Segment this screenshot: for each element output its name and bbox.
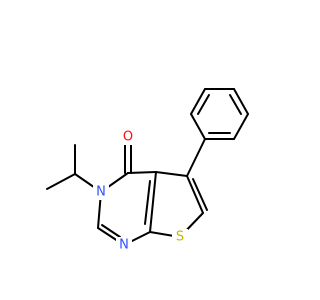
bond-phenyl-1 (190, 113, 206, 140)
bond-c5-c6 (186, 175, 204, 214)
sulfur-label: S (176, 230, 184, 245)
bond-c4a-c7a (149, 171, 157, 233)
bonds (46, 88, 249, 246)
bond-n1-c2-inner (101, 224, 121, 238)
oxygen-label: O (123, 130, 133, 145)
nitrogen-3-label: N (96, 185, 106, 200)
bond-c5-c6-inner (192, 178, 208, 211)
bond-phenyl-thiophene (186, 138, 206, 177)
atom-nitrogen-1: N (116, 237, 132, 253)
molecule-structure-diagram: O N N S (46, 88, 249, 253)
bond-phenyl-4-inner (229, 94, 242, 115)
bond-phenyl-4 (233, 88, 249, 115)
bond-c4a-c7a-inner (144, 180, 151, 225)
nitrogen-1-label: N (119, 238, 129, 253)
atom-nitrogen-3: N (93, 184, 109, 200)
bond-c4a-c5 (155, 171, 188, 177)
bond-isopropyl-methyl-1 (46, 173, 76, 190)
atom-labels: O N N S (93, 129, 188, 253)
atom-sulfur: S (172, 229, 188, 245)
bond-phenyl-5 (233, 113, 249, 140)
bond-phenyl-2-inner (197, 94, 210, 115)
bond-phenyl-2 (190, 88, 206, 115)
atom-oxygen: O (120, 129, 135, 145)
bond-c4-c4a (127, 171, 157, 174)
